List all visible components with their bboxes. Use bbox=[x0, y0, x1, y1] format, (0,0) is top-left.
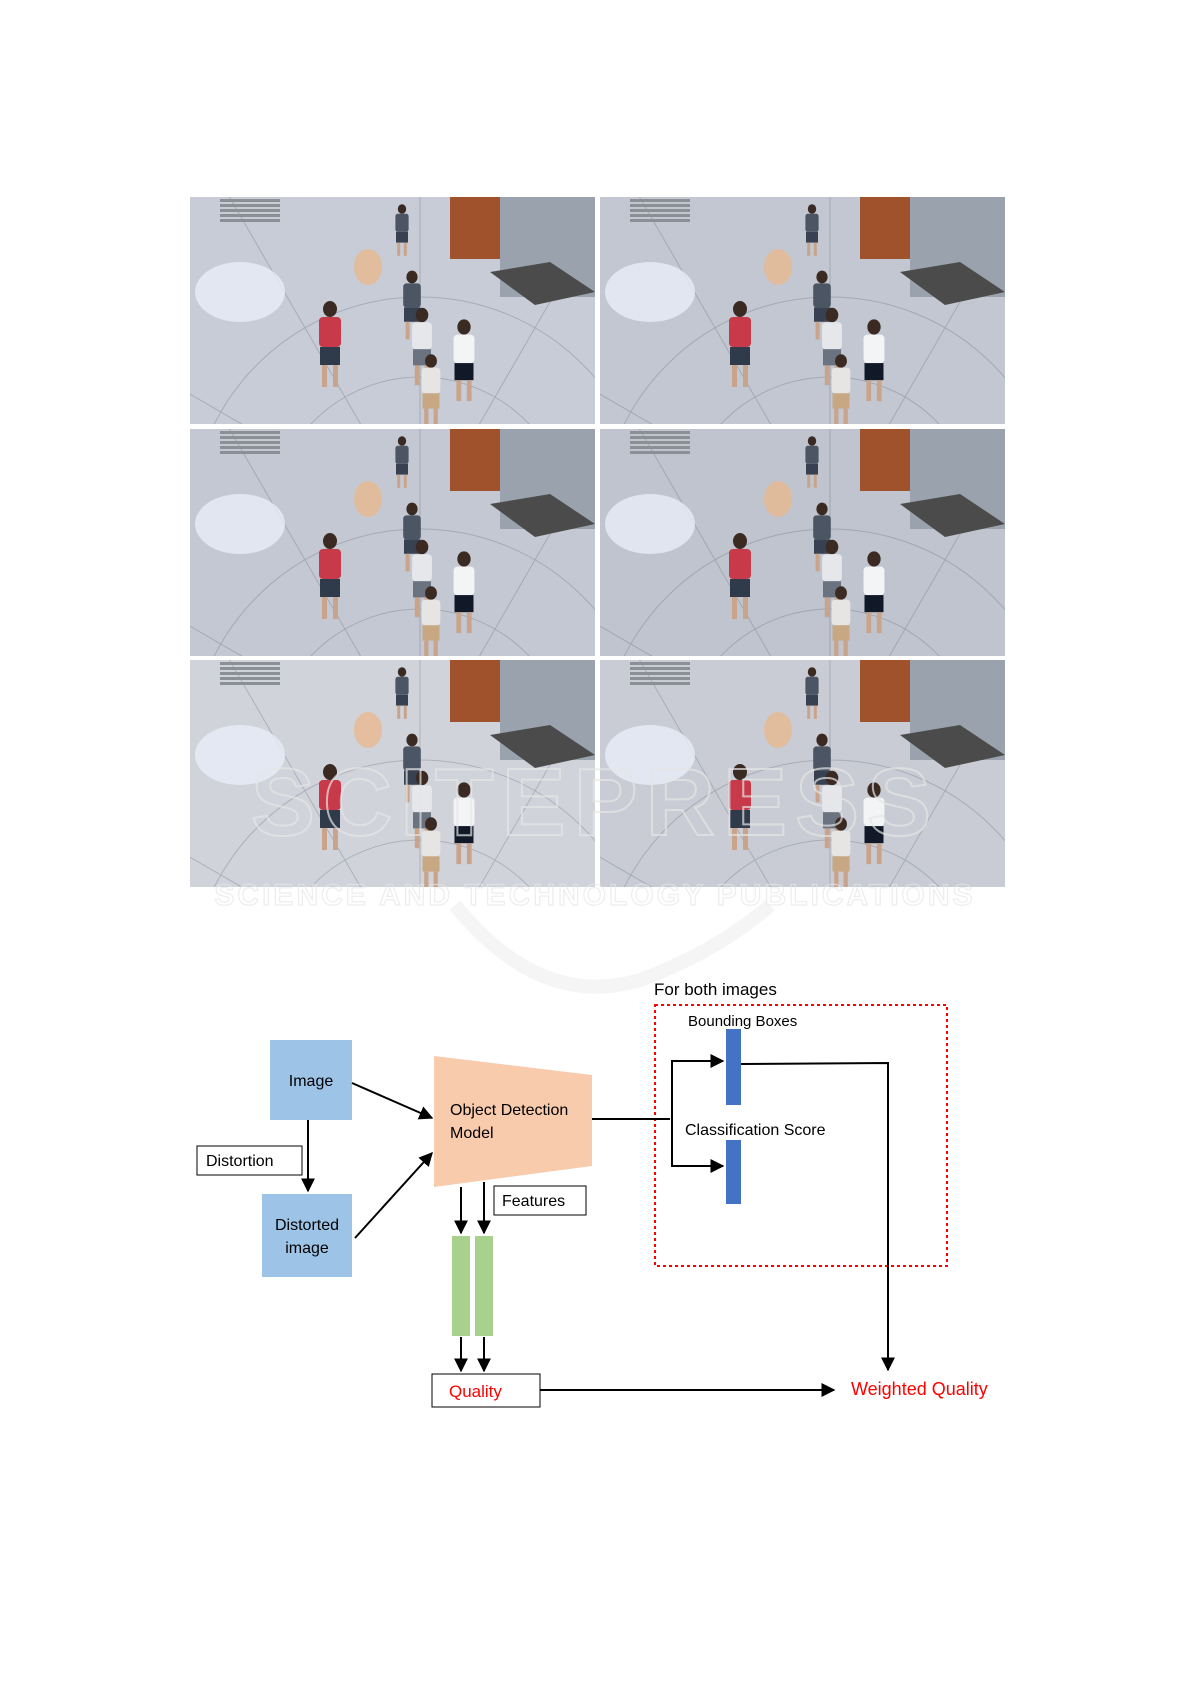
feature-bar-right bbox=[475, 1236, 493, 1336]
arrow-image-to-model bbox=[352, 1083, 432, 1118]
distortion-label: Distortion bbox=[206, 1153, 274, 1170]
image-label: Image bbox=[289, 1073, 334, 1090]
weighted-quality-label: Weighted Quality bbox=[851, 1379, 988, 1399]
classification-score-label: Classification Score bbox=[685, 1122, 826, 1139]
classification-score-bar bbox=[726, 1140, 741, 1204]
branch-to-classification bbox=[672, 1061, 723, 1166]
arrow-distorted-to-model bbox=[355, 1153, 432, 1238]
quality-label: Quality bbox=[449, 1382, 502, 1401]
distorted-image-label-line1: Distorted bbox=[275, 1217, 339, 1234]
model-label-line1: Object Detection bbox=[450, 1102, 568, 1119]
object-detection-model bbox=[434, 1056, 592, 1187]
bounding-boxes-label: Bounding Boxes bbox=[688, 1013, 797, 1030]
model-label-line2: Model bbox=[450, 1125, 494, 1142]
connectors bbox=[308, 1061, 888, 1390]
both-images-label: For both images bbox=[654, 980, 777, 999]
bounding-box-to-weighted bbox=[741, 1063, 888, 1370]
distorted-image-box bbox=[262, 1194, 352, 1277]
features-label: Features bbox=[502, 1193, 565, 1210]
distorted-image-label-line2: image bbox=[285, 1240, 329, 1257]
feature-bar-left bbox=[452, 1236, 470, 1336]
branch-to-bounding-box bbox=[672, 1061, 723, 1166]
bounding-box-bar bbox=[726, 1029, 741, 1105]
